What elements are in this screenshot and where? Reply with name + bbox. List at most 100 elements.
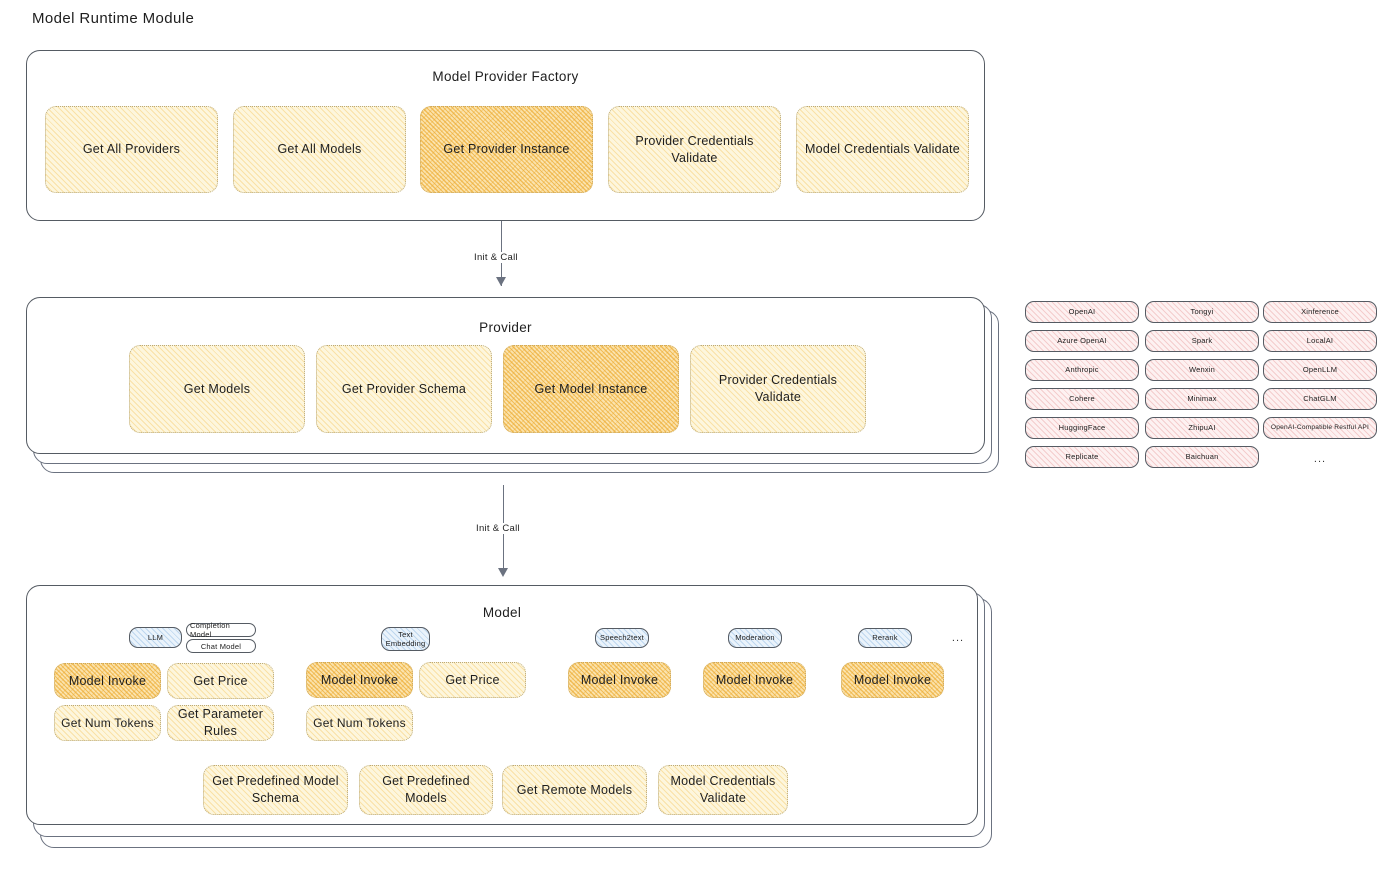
provider-chip-spark[interactable]: Spark (1145, 330, 1259, 352)
model-type-badge-label: LLM (147, 632, 164, 642)
text-embedding-method-get-num-tokens[interactable]: Get Num Tokens (306, 705, 413, 741)
method-label: Model Invoke (715, 672, 794, 687)
factory-box-provider-credentials-validate[interactable]: Provider Credentials Validate (608, 106, 781, 193)
factory-box-label: Get Provider Instance (443, 142, 570, 157)
provider-chip-openai[interactable]: OpenAI (1025, 301, 1139, 323)
llm-method-get-parameter-rules[interactable]: Get Parameter Rules (167, 705, 274, 741)
model-common-get-predefined-models[interactable]: Get Predefined Models (359, 765, 493, 815)
model-title: Model (482, 605, 522, 620)
model-common-model-credentials-validate[interactable]: Model Credentials Validate (658, 765, 788, 815)
provider-chip-label: Anthropic (1065, 365, 1099, 375)
model-types-more-ellipsis: ... (951, 632, 965, 644)
provider-chip-wenxin[interactable]: Wenxin (1145, 359, 1259, 381)
provider-chip-minimax[interactable]: Minimax (1145, 388, 1259, 410)
text-embedding-method-get-price[interactable]: Get Price (419, 662, 526, 698)
provider-box-get-model-instance[interactable]: Get Model Instance (503, 345, 679, 433)
provider-chip-label: OpenAI (1068, 307, 1096, 317)
provider-box-get-provider-schema[interactable]: Get Provider Schema (316, 345, 492, 433)
provider-chip-label: Minimax (1187, 394, 1217, 404)
provider-chip-label: Azure OpenAI (1057, 336, 1107, 346)
provider-chip-replicate[interactable]: Replicate (1025, 446, 1139, 468)
factory-box-label: Get All Models (277, 142, 362, 157)
llm-method-get-num-tokens[interactable]: Get Num Tokens (54, 705, 161, 741)
llm-method-get-price[interactable]: Get Price (167, 663, 274, 699)
model-tag-label: Completion Model (190, 621, 230, 639)
provider-title: Provider (479, 320, 532, 335)
method-label: Get Predefined Model Schema (212, 774, 339, 805)
method-label: Get Num Tokens (61, 715, 154, 730)
model-tag-completion-model[interactable]: Completion Model (186, 621, 256, 639)
model-type-badge-speech2text[interactable]: Speech2text (595, 628, 649, 648)
provider-box-get-models[interactable]: Get Models (129, 345, 305, 433)
model-type-badge-rerank[interactable]: Rerank (858, 628, 912, 648)
provider-chip-anthropic[interactable]: Anthropic (1025, 359, 1139, 381)
model-provider-factory-title: Model Provider Factory (432, 69, 579, 84)
moderation-method-model-invoke[interactable]: Model Invoke (703, 662, 806, 698)
model-tag-chat-model[interactable]: Chat Model (186, 639, 256, 653)
method-label: Model Invoke (580, 672, 659, 687)
provider-list-more-ellipsis: ... (1313, 453, 1327, 465)
provider-chip-label: LocalAI (1306, 336, 1334, 346)
factory-box-label: Model Credentials Validate (805, 142, 960, 157)
method-label: Model Credentials Validate (670, 774, 776, 805)
provider-chip-label: Cohere (1069, 394, 1095, 404)
speech2text-method-model-invoke[interactable]: Model Invoke (568, 662, 671, 698)
model-type-badge-moderation[interactable]: Moderation (728, 628, 782, 648)
provider-chip-azure-openai[interactable]: Azure OpenAI (1025, 330, 1139, 352)
provider-chip-label: Spark (1191, 336, 1213, 346)
model-type-badge-label: Speech2text (600, 633, 644, 643)
provider-chip-openllm[interactable]: OpenLLM (1263, 359, 1377, 381)
rerank-method-model-invoke[interactable]: Model Invoke (841, 662, 944, 698)
provider-chip-label: Tongyi (1190, 307, 1214, 317)
provider-chip-huggingface[interactable]: HuggingFace (1025, 417, 1139, 439)
provider-chip-label: Xinference (1301, 307, 1339, 317)
provider-chip-label: ChatGLM (1303, 394, 1337, 404)
provider-box-label: Get Models (183, 381, 251, 396)
provider-chip-cohere[interactable]: Cohere (1025, 388, 1139, 410)
provider-chip-chatglm[interactable]: ChatGLM (1263, 388, 1377, 410)
provider-chip-openai-compatible-restful-api[interactable]: OpenAI-Compatible Restful API (1263, 417, 1377, 439)
arrow-provider-to-model-head (498, 568, 508, 577)
model-type-badge-label: Rerank (872, 633, 898, 643)
factory-box-label: Get All Providers (82, 142, 181, 157)
model-common-get-remote-models[interactable]: Get Remote Models (502, 765, 647, 815)
provider-chip-localai[interactable]: LocalAI (1263, 330, 1377, 352)
provider-chip-label: Replicate (1065, 452, 1099, 462)
arrow-factory-to-provider-head (496, 277, 506, 286)
method-label: Get Predefined Models (382, 774, 470, 805)
provider-chip-label: OpenAI-Compatible Restful API (1270, 423, 1370, 431)
model-type-badge-text-embedding[interactable]: Text Embedding (381, 627, 430, 651)
provider-chip-zhipuai[interactable]: ZhipuAI (1145, 417, 1259, 439)
page-title: Model Runtime Module (32, 10, 195, 27)
provider-chip-xinference[interactable]: Xinference (1263, 301, 1377, 323)
provider-chip-tongyi[interactable]: Tongyi (1145, 301, 1259, 323)
arrow-provider-to-model-label: Init & Call (472, 523, 524, 534)
method-label: Get Remote Models (516, 782, 633, 797)
model-type-badge-label: Text Embedding (385, 629, 426, 648)
factory-box-model-credentials-validate[interactable]: Model Credentials Validate (796, 106, 969, 193)
factory-box-get-all-providers[interactable]: Get All Providers (45, 106, 218, 193)
provider-chip-label: ZhipuAI (1188, 423, 1216, 433)
model-tag-label: Chat Model (200, 641, 242, 651)
method-label: Model Invoke (320, 672, 399, 687)
text-embedding-method-model-invoke[interactable]: Model Invoke (306, 662, 413, 698)
provider-box-label: Get Provider Schema (341, 381, 467, 396)
method-label: Get Num Tokens (313, 715, 406, 730)
provider-box-label: Get Model Instance (534, 381, 648, 396)
factory-box-get-all-models[interactable]: Get All Models (233, 106, 406, 193)
method-label: Model Invoke (853, 672, 932, 687)
method-label: Get Parameter Rules (177, 707, 264, 738)
model-type-badge-label: Moderation (735, 633, 775, 643)
model-type-badge-llm[interactable]: LLM (129, 627, 182, 648)
provider-box-provider-credentials-validate[interactable]: Provider Credentials Validate (690, 345, 866, 433)
llm-method-model-invoke[interactable]: Model Invoke (54, 663, 161, 699)
factory-box-get-provider-instance[interactable]: Get Provider Instance (420, 106, 593, 193)
method-label: Get Price (445, 672, 500, 687)
provider-chip-label: Baichuan (1185, 452, 1219, 462)
provider-chip-baichuan[interactable]: Baichuan (1145, 446, 1259, 468)
factory-box-label: Provider Credentials Validate (635, 133, 754, 165)
provider-chip-label: Wenxin (1188, 365, 1216, 375)
method-label: Get Price (193, 673, 248, 688)
provider-chip-label: OpenLLM (1302, 365, 1338, 375)
model-common-get-predefined-model-schema[interactable]: Get Predefined Model Schema (203, 765, 348, 815)
